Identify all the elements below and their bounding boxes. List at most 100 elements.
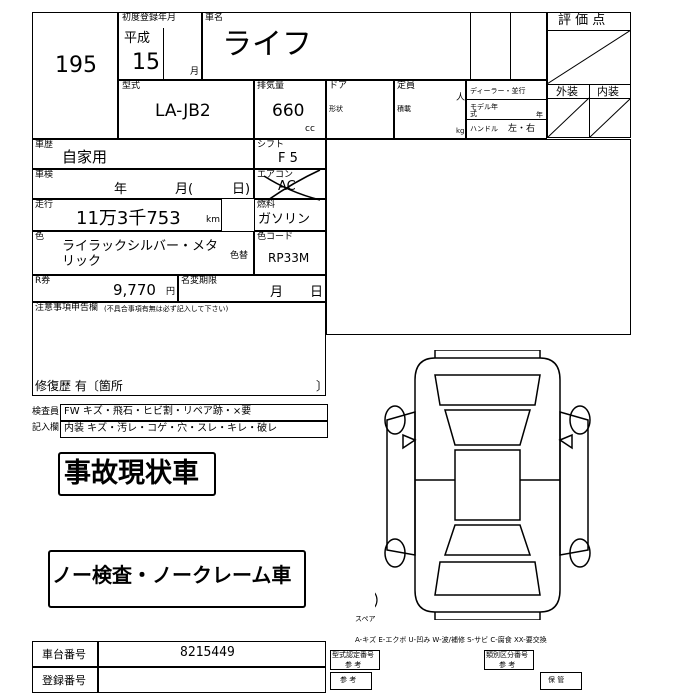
recycle-value: 9,770 <box>113 281 156 299</box>
bottom-box-1-sub: 参 考 <box>345 661 362 669</box>
remarks-box <box>326 139 631 335</box>
car-name-divider-1 <box>470 12 471 80</box>
notes-box <box>32 302 326 396</box>
evaluation-interior: 内装 <box>597 85 619 98</box>
color-code-box <box>254 231 326 275</box>
name-change-box <box>178 275 326 302</box>
fuel-value: ガソリン <box>258 212 311 227</box>
load-unit: kg <box>456 127 465 135</box>
first-registration-box <box>118 12 202 80</box>
notes-label: 注意事項申告欄 <box>35 303 99 313</box>
evaluation-strikes <box>547 30 631 138</box>
usage-box <box>32 139 254 169</box>
bottom-box-4 <box>540 672 582 690</box>
model-box <box>118 80 254 139</box>
eval-divider <box>589 84 590 138</box>
model-year-unit: 年 <box>536 111 543 119</box>
reg-no-label-box <box>32 667 98 693</box>
model-label: 型式 <box>122 81 141 91</box>
bottom-box-2-label: 類別区分番号 <box>486 651 528 659</box>
ac-label: エアコン <box>257 170 294 180</box>
bottom-box-3 <box>330 672 372 690</box>
first-reg-divider <box>163 28 164 80</box>
chassis-label: 車台番号 <box>42 648 86 661</box>
fuel-label: 燃料 <box>257 200 276 210</box>
handle-value: 左・右 <box>508 124 536 134</box>
mileage-box <box>32 199 222 231</box>
chassis-value-box <box>98 641 326 667</box>
color-label: 色 <box>35 232 45 242</box>
inspector-label-2: 記入欄 <box>32 423 60 433</box>
mileage-unit: km <box>206 215 220 225</box>
reg-no-value-box <box>98 667 326 693</box>
car-body-diagram <box>375 350 591 620</box>
bottom-box-2 <box>484 650 534 670</box>
displacement-unit: cc <box>305 124 315 134</box>
color-value-line1: ライラックシルバー・メタ <box>62 239 219 254</box>
recycle-box <box>32 275 178 302</box>
car-name-label: 車名 <box>205 13 224 23</box>
lot-number: 195 <box>55 53 97 78</box>
lot-number-box <box>32 12 118 139</box>
accident-stamp <box>58 452 216 496</box>
displacement-box <box>254 80 326 139</box>
inspection-month: 月( <box>175 182 194 197</box>
ac-box <box>254 169 326 199</box>
evaluation-label: 評 価 点 <box>558 13 606 28</box>
capacity-label: 定員 <box>397 81 416 91</box>
notes-sub: (不具合事項有無は必ず記入して下さい) <box>104 305 229 313</box>
bottom-box-1 <box>330 650 380 670</box>
dealer-label: ディーラー・並行 <box>470 87 526 95</box>
ac-strike-mark <box>263 169 321 201</box>
car-name-box <box>202 12 547 80</box>
color-change-label: 色替 <box>230 251 249 261</box>
spare-label: スペア <box>355 615 376 623</box>
recycle-label: R券 <box>35 276 51 286</box>
inspection-day: 日) <box>232 182 251 197</box>
inspector-interior-row: 内装 キズ・汚レ・コゲ・穴・スレ・キレ・破レ <box>64 423 278 434</box>
reg-no-label: 登録番号 <box>42 674 86 687</box>
color-box <box>32 231 254 275</box>
eval-line-1 <box>547 30 631 31</box>
shape-label: 形状 <box>329 105 343 113</box>
dealer-line-2 <box>466 119 547 120</box>
bottom-box-4-label: 保 管 <box>548 676 565 684</box>
name-change-month: 月 <box>270 285 284 300</box>
load-label: 積載 <box>397 105 411 113</box>
door-shape-box <box>326 80 394 139</box>
chassis-value: 8215449 <box>180 645 235 660</box>
model-value: LA-JB2 <box>155 101 211 121</box>
name-change-label: 名変期限 <box>181 276 218 286</box>
no-claim-stamp-text: ノー検査・ノークレーム車 <box>52 563 292 587</box>
color-value-line2: リック <box>62 254 102 269</box>
inspector-fw-box <box>60 404 328 421</box>
bottom-box-2-sub: 参 考 <box>499 661 516 669</box>
door-label: ドア <box>329 81 348 91</box>
usage-value: 自家用 <box>62 148 108 166</box>
shift-box <box>254 139 326 169</box>
name-change-day: 日 <box>310 285 324 300</box>
shift-label: シフト <box>257 140 285 150</box>
mileage-value: 11万3千753 <box>76 208 181 229</box>
inspector-fw-row: FW キズ・飛石・ヒビ割・リペア跡・×要 <box>64 406 252 417</box>
repair-history-bracket: 〕 <box>316 379 329 393</box>
model-year-label: モデル年式 <box>470 103 498 118</box>
bottom-box-3-label: 参 考 <box>340 676 357 684</box>
dealer-line-1 <box>466 99 547 100</box>
first-reg-era: 平成 <box>124 31 151 46</box>
inspector-interior-box <box>60 421 328 438</box>
dealer-box <box>466 80 547 139</box>
color-code-label: 色コード <box>257 232 294 242</box>
capacity-box <box>394 80 466 139</box>
recycle-unit: 円 <box>166 287 176 297</box>
bottom-box-1-label: 型式認定番号 <box>332 651 374 659</box>
shift-value: F 5 <box>278 151 298 166</box>
no-claim-stamp <box>48 550 306 608</box>
damage-legend: A-キズ E-エクボ U-凹み W-波/補修 S-サビ C-腐食 XX-要交換 <box>355 636 547 644</box>
inspection-year: 年 <box>114 182 128 197</box>
repair-history: 修復歴 有〔箇所 <box>35 379 123 393</box>
chassis-label-box <box>32 641 98 667</box>
accident-stamp-text: 事故現状車 <box>64 458 199 489</box>
displacement-value: 660 <box>272 101 305 121</box>
capacity-unit: 人 <box>456 93 466 103</box>
